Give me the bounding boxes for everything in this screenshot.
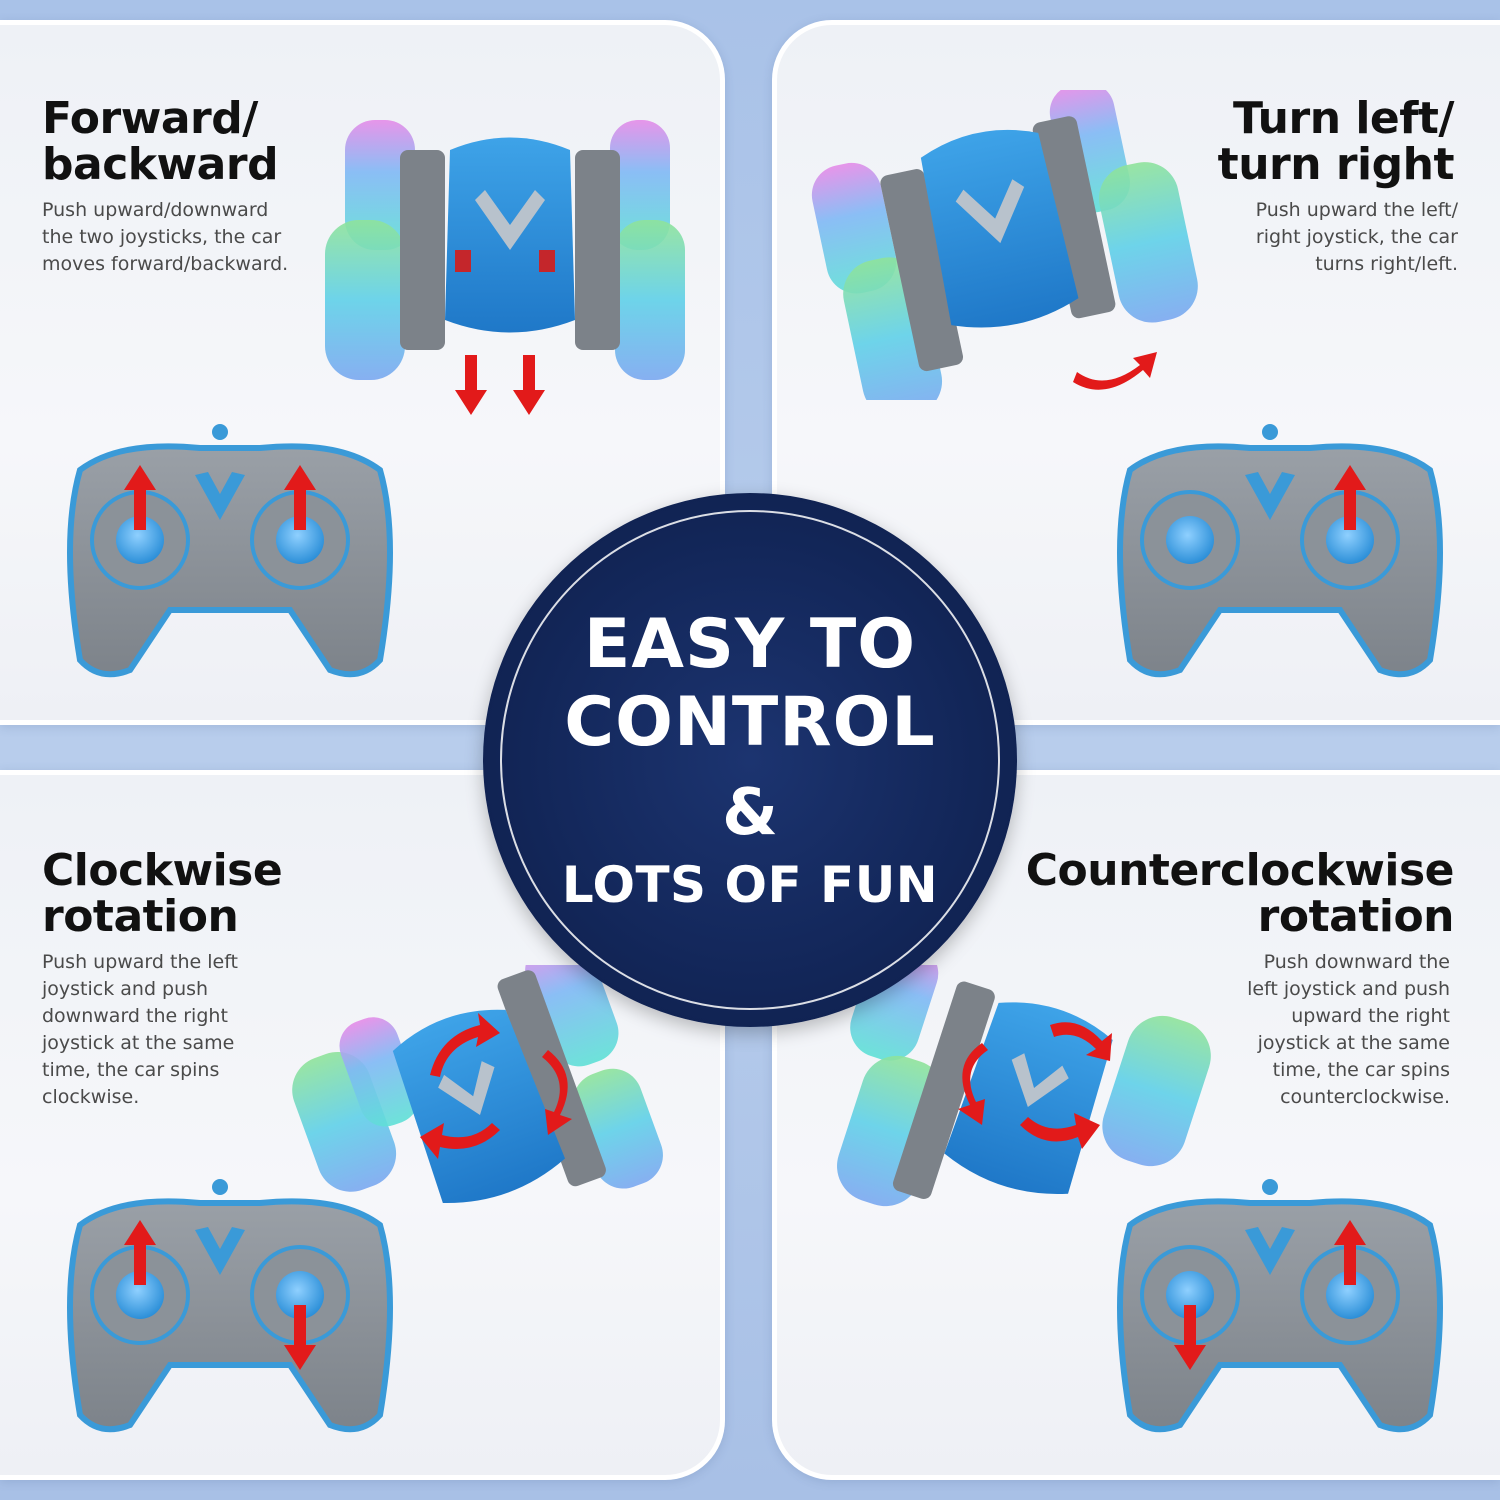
arrow-rotate-top — [430, 1013, 500, 1077]
arrow-down-right — [513, 355, 545, 415]
joystick-left-up-arrow — [124, 465, 156, 530]
turn-title: Turn left/ turn right — [1217, 93, 1455, 190]
center-line-2: CONTROL — [564, 683, 936, 762]
center-ampersand: & — [722, 776, 778, 850]
turn-description: Push upward the left/ right joystick, th… — [1255, 199, 1458, 275]
stunt-car-turn-image — [811, 90, 1198, 400]
counterclockwise-title: Counterclockwise rotation — [1025, 845, 1455, 942]
joystick-left-up-arrow — [124, 1220, 156, 1285]
clockwise-description: Push upward the left joystick and push d… — [42, 951, 239, 1108]
forward-title: Forward/ backward — [42, 93, 279, 190]
arrow-ccw-bottom — [1020, 1113, 1100, 1149]
counterclockwise-description: Push downward the left joystick and push… — [1247, 951, 1450, 1108]
forward-description: Push upward/downward the two joysticks, … — [42, 199, 289, 275]
remote-controller-turn — [1117, 424, 1443, 678]
clockwise-title: Clockwise rotation — [42, 845, 283, 942]
joystick-right-up-arrow — [1334, 1220, 1366, 1285]
stunt-car-clockwise-image — [292, 965, 663, 1204]
arrow-rotate-right — [542, 1050, 572, 1135]
center-line-1: EASY TO — [583, 605, 917, 684]
stunt-car-counterclockwise-image — [837, 965, 1211, 1207]
arrow-down-left — [455, 355, 487, 415]
stunt-car-forward-image — [325, 120, 685, 415]
remote-controller-forward — [67, 424, 393, 678]
center-line-4: LOTS OF FUN — [561, 856, 939, 914]
remote-controller-counterclockwise — [1117, 1179, 1443, 1433]
remote-controller-clockwise — [67, 1179, 393, 1433]
arrow-ccw-top — [1050, 1022, 1112, 1061]
arrow-ccw-left — [958, 1043, 988, 1125]
joystick-right-up-arrow — [1334, 465, 1366, 530]
arrow-curve-right — [1073, 352, 1157, 390]
joystick-right-up-arrow — [284, 465, 316, 530]
center-badge-ring — [500, 510, 1000, 1010]
joystick-left-down-arrow — [1174, 1305, 1206, 1370]
joystick-right-down-arrow — [284, 1305, 316, 1370]
arrow-rotate-bottom — [420, 1123, 500, 1159]
